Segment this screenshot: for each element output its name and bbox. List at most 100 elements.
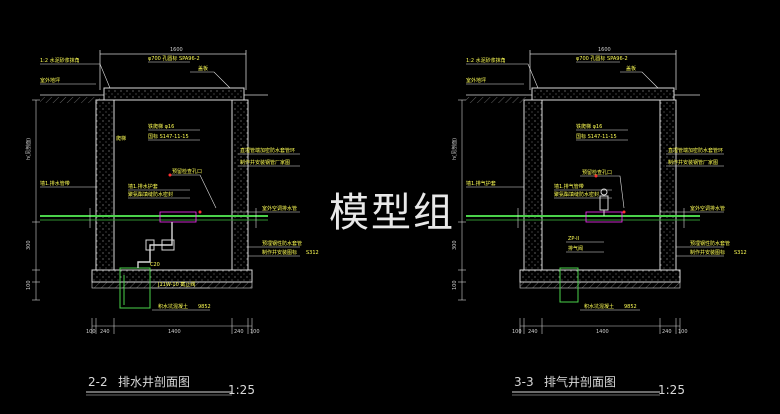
label-ladder: 铁爬梯 φ16 [148, 123, 174, 130]
label-sump: 积水坑混凝土 [158, 303, 188, 310]
ground-hatch-left [466, 97, 526, 103]
leaders-left [40, 61, 300, 311]
dim-v1: 300 [452, 240, 458, 250]
label-sleeve-no: S312 [734, 250, 747, 256]
label-lid: φ700 孔圆标 SPA96-2 [576, 55, 628, 62]
wall-right [659, 99, 677, 271]
dim-bottom: 1400 [168, 329, 181, 335]
label-pipe-r2: 制作并安装钢管厂家图 [668, 159, 718, 166]
dim-wall-r: 240 [662, 329, 672, 335]
drop-pipe [137, 222, 173, 268]
dim-wall-l: 240 [100, 329, 110, 335]
label-wall-l2: 墙1.排气管带 [554, 183, 584, 190]
label-lid: φ700 孔圆标 SPA96-2 [148, 55, 200, 62]
label-wall-l2: 墙1.排水护套 [128, 183, 158, 190]
wall-left [95, 99, 115, 271]
dim-top-label: 1600 [170, 47, 183, 53]
leaders-right [466, 61, 724, 311]
label-sump-no: 9852 [624, 304, 637, 310]
label-ladder2: 爬梯 [116, 135, 126, 142]
top-dimension [529, 50, 677, 90]
label-sump-no: 9852 [198, 304, 211, 310]
dim-wall-r: 240 [234, 329, 244, 335]
label-c20: C20 [150, 262, 160, 268]
valve-body [145, 239, 155, 251]
label-ext: 室外空调排水管 [690, 205, 725, 212]
label-wall-l: 墙1.排气护套 [466, 180, 496, 187]
wall-right [231, 99, 249, 271]
bottom-dims-right [519, 318, 681, 334]
label-ground: 室外地坪 [466, 77, 486, 84]
section-3-3: 1600 [451, 47, 747, 397]
dim-top-label: 1600 [598, 47, 611, 53]
base-slab [519, 269, 681, 283]
title-scale: 1:25 [228, 383, 255, 397]
top-dimension [99, 50, 247, 90]
dim-v4: 100 [26, 280, 32, 290]
title-code: 3-3 [514, 375, 534, 389]
label-board: 盖板 [626, 65, 636, 72]
label-pipe-r2: 制作并安装钢管厂家图 [240, 159, 290, 166]
label-sleeve1: 预埋钢性防水套管 [690, 240, 730, 247]
dim-v3: h(见剖面) [25, 138, 32, 160]
label-seal: 聚氨酯填缝防水密封 [554, 191, 599, 198]
dim-bottom: 1400 [596, 329, 609, 335]
label-cover-tl: 1:2 水泥砂浆抹角 [40, 57, 80, 64]
marker-red-1 [168, 173, 172, 177]
dim-edge-l: 100 [86, 329, 96, 335]
dim-edge-r: 100 [250, 329, 260, 335]
pipe-sleeve [159, 211, 197, 223]
sump-pit [559, 267, 579, 303]
marker-red-1 [594, 174, 598, 178]
dim-edge-r: 100 [678, 329, 688, 335]
label-pipe-r1: 直埋管端加密防水套管环 [668, 147, 723, 154]
label-ladder: 铁爬梯 φ16 [576, 123, 602, 130]
ground-hatch-left [40, 97, 100, 103]
marker-red-2 [198, 210, 202, 214]
vertical-dims-left [32, 99, 40, 301]
cover-slab [531, 87, 675, 101]
dim-edge-l: 100 [512, 329, 522, 335]
label-sleeve2: 制作并安装图标 [262, 249, 297, 256]
cover-slab [103, 87, 245, 101]
label-std: 国标 S147-11-15 [148, 133, 189, 140]
label-check: 预留检查孔口 [172, 168, 202, 175]
label-board: 盖板 [198, 65, 208, 72]
watermark-text: 模型组 [329, 190, 455, 236]
label-std: 国标 S147-11-15 [576, 133, 617, 140]
base-hatch [519, 281, 681, 289]
label-sleeve-no: S312 [306, 250, 319, 256]
base-slab [91, 269, 253, 283]
title-scale: 1:25 [658, 383, 685, 397]
label-vent: 排气阀 [568, 245, 583, 252]
label-valve: J11W-10 截止阀 [157, 281, 195, 288]
section-2-2: 1600 [25, 47, 319, 397]
label-zp: ZP-II [568, 236, 579, 242]
label-wall-l: 墙1.排水管带 [40, 180, 70, 187]
label-ext: 室外空调排水管 [262, 205, 297, 212]
label-cover-tl: 1:2 水泥砂浆抹角 [466, 57, 506, 64]
label-ground: 室外地坪 [40, 77, 60, 84]
label-check: 预留检查孔口 [582, 169, 612, 176]
bottom-dims-left [91, 318, 253, 334]
dim-v4: 100 [452, 280, 458, 290]
label-sleeve1: 预埋钢性防水套管 [262, 240, 302, 247]
dim-wall-l: 240 [528, 329, 538, 335]
marker-red-2 [622, 210, 626, 214]
label-pipe-r1: 直埋管端加密防水套管环 [240, 147, 295, 154]
valve-body-2 [161, 239, 175, 251]
title-code: 2-2 [88, 375, 108, 389]
label-sleeve2: 制作并安装图标 [690, 249, 725, 256]
sump-pit [119, 267, 151, 309]
label-sump: 积水坑混凝土 [584, 303, 614, 310]
vent-valve-cap [600, 188, 608, 196]
title-name: 排气井剖面图 [544, 374, 616, 389]
vertical-dims-right [458, 99, 466, 301]
label-seal: 聚氨酯填缝防水密封 [128, 191, 173, 198]
dim-v1: 300 [26, 240, 32, 250]
wall-left [523, 99, 543, 271]
title-name: 排水井剖面图 [118, 375, 190, 389]
dim-v3: h(见剖面) [451, 138, 458, 160]
